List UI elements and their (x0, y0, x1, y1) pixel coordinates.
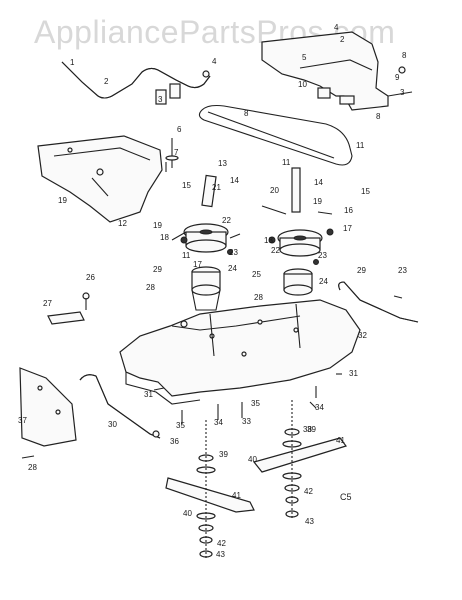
callout-20: 20 (270, 186, 279, 195)
deck-bolts (153, 373, 342, 424)
callout-4: 4 (334, 23, 339, 32)
callout-3: 3 (400, 88, 405, 97)
callout-23: 23 (318, 251, 327, 260)
callout-11: 11 (282, 158, 291, 167)
callout-31: 31 (144, 390, 153, 399)
callout-8: 8 (402, 51, 407, 60)
callout-43: 43 (305, 517, 314, 526)
callout-40: 40 (248, 455, 257, 464)
callout-15: 15 (182, 181, 191, 190)
callout-41: 41 (336, 436, 345, 445)
callout-1: 1 (70, 58, 75, 67)
callout-40: 40 (183, 509, 192, 518)
callout-25: 25 (252, 270, 261, 279)
callout-18: 18 (160, 233, 169, 242)
rear-bracket (261, 31, 413, 111)
callout-11: 11 (356, 141, 365, 150)
callout-28: 28 (146, 283, 155, 292)
callout-9: 9 (395, 73, 400, 82)
callout-13: 13 (218, 159, 227, 168)
callout-21: 21 (212, 183, 221, 192)
callout-39: 39 (219, 450, 228, 459)
callout-4: 4 (212, 57, 217, 66)
callout-8: 8 (376, 112, 381, 121)
callout-42: 42 (217, 539, 226, 548)
callout-31: 31 (349, 369, 358, 378)
callout-24: 24 (319, 277, 328, 286)
callout-17: 17 (193, 260, 202, 269)
deflector-rod (338, 281, 419, 323)
callout-19: 19 (153, 221, 162, 230)
callout-19: 19 (58, 196, 67, 205)
callout-32: 32 (358, 331, 367, 340)
callout-24: 24 (228, 264, 237, 273)
callout-11: 11 (182, 251, 191, 260)
callout-23: 23 (229, 248, 238, 257)
lift-rod (61, 61, 211, 105)
callout-29: 29 (357, 266, 366, 275)
callout-39: 39 (307, 425, 316, 434)
callout-7: 7 (174, 148, 179, 157)
right-blade-stack (252, 400, 347, 518)
callout-30: 30 (108, 420, 117, 429)
callout-8: 8 (244, 109, 249, 118)
callout-29: 29 (153, 265, 162, 274)
callout-26: 26 (86, 273, 95, 282)
callout-37: 37 (18, 416, 27, 425)
callout-10: 10 (298, 80, 307, 89)
callout-35: 35 (251, 399, 260, 408)
callout-14: 14 (230, 176, 239, 185)
callout-2: 2 (340, 35, 345, 44)
callout-22: 22 (222, 216, 231, 225)
callout-43: 43 (216, 550, 225, 559)
mower-deck (119, 299, 361, 405)
callout-12: 12 (118, 219, 127, 228)
callout-19: 19 (313, 197, 322, 206)
callout-2: 2 (104, 77, 109, 86)
callout-36: 36 (170, 437, 179, 446)
callout-35: 35 (176, 421, 185, 430)
callout-16: 16 (344, 206, 353, 215)
callout-23: 23 (398, 266, 407, 275)
callout-17: 17 (343, 224, 352, 233)
callout-18: 18 (264, 236, 273, 245)
v-belt (198, 104, 353, 166)
callout-15: 15 (361, 187, 370, 196)
callout-22: 22 (271, 246, 280, 255)
callout-34: 34 (214, 418, 223, 427)
callout-41: 41 (232, 491, 241, 500)
diagram-code: C5 (340, 492, 352, 502)
left-idler-bracket (37, 135, 163, 223)
callout-38: 38 (303, 425, 312, 434)
callout-6: 6 (177, 125, 182, 134)
left-spindle-assembly (171, 174, 241, 311)
callout-28: 28 (28, 463, 37, 472)
front-gauge-bar (79, 374, 161, 439)
callout-42: 42 (304, 487, 313, 496)
callout-27: 27 (43, 299, 52, 308)
callout-3: 3 (158, 95, 163, 104)
callout-33: 33 (242, 417, 251, 426)
left-link (47, 292, 90, 325)
discharge-shield (19, 367, 77, 459)
right-spindle-assembly (261, 167, 334, 296)
bolt-stack-left (165, 138, 179, 172)
callout-34: 34 (315, 403, 324, 412)
callout-14: 14 (314, 178, 323, 187)
callout-5: 5 (302, 53, 307, 62)
callout-28: 28 (254, 293, 263, 302)
left-blade-stack (165, 420, 255, 560)
